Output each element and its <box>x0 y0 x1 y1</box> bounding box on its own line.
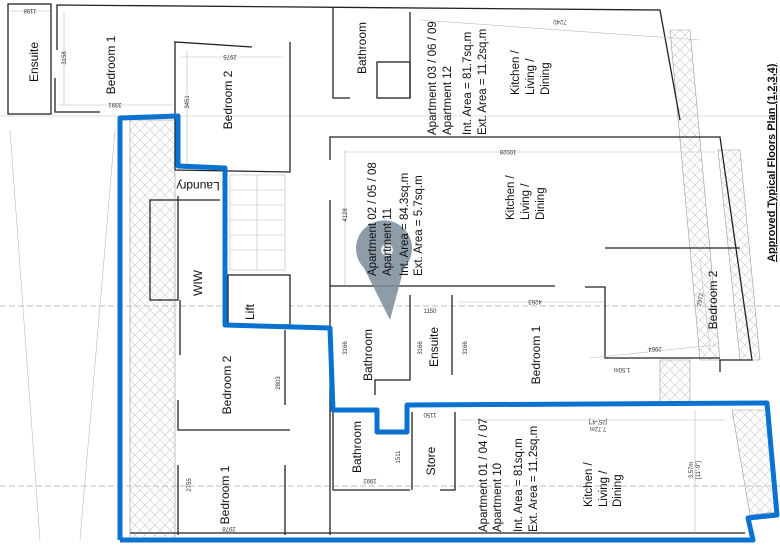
svg-text:Living /: Living / <box>525 58 537 95</box>
svg-text:Ext. Area = 5.7sq.m: Ext. Area = 5.7sq.m <box>413 175 425 276</box>
svg-text:3166: 3166 <box>463 341 469 355</box>
svg-text:2964: 2964 <box>648 345 662 351</box>
svg-text:4263: 4263 <box>528 298 542 304</box>
apartment-02-info: Apartment 02 / 05 / 08 Apartment 11 Int.… <box>367 162 547 276</box>
room-label: Bedroom 1 <box>218 465 232 524</box>
room-label: Store <box>424 446 438 475</box>
dimension-labels: 1198 3158 3391 2975 3451 7240 10028 4128… <box>23 7 705 531</box>
room-label: Bedroom 1 <box>104 35 118 94</box>
svg-text:2972: 2972 <box>697 292 705 307</box>
room-label: Bedroom 2 <box>706 270 720 329</box>
guide-line <box>79 129 116 541</box>
apartment-01-info: Apartment 01 / 04 / 07 Apartment 10 Int.… <box>478 418 624 532</box>
wall <box>332 410 410 491</box>
svg-text:3451: 3451 <box>185 95 191 109</box>
wall <box>56 4 681 121</box>
svg-text:1992: 1992 <box>363 477 377 483</box>
svg-text:2755: 2755 <box>187 478 193 492</box>
dimension-lines <box>10 10 725 533</box>
room-label: Bedroom 2 <box>220 355 234 414</box>
svg-text:2803: 2803 <box>276 376 282 390</box>
svg-text:1150: 1150 <box>423 411 437 417</box>
svg-text:2975: 2975 <box>223 53 237 59</box>
svg-text:Ext. Area = 11.2sq.m: Ext. Area = 11.2sq.m <box>477 29 489 135</box>
svg-text:Kitchen /: Kitchen / <box>583 461 595 507</box>
shaft <box>376 61 411 99</box>
room-label: Ensuite <box>27 42 41 82</box>
svg-text:Apartment 12: Apartment 12 <box>442 66 454 135</box>
wall <box>7 3 52 115</box>
svg-text:3166: 3166 <box>418 341 424 355</box>
svg-text:Apartment 10: Apartment 10 <box>492 463 504 532</box>
svg-text:Kitchen /: Kitchen / <box>505 174 517 220</box>
svg-text:Int. Area = 84.3sq.m: Int. Area = 84.3sq.m <box>399 173 411 276</box>
balcony-mid-right <box>717 149 761 361</box>
room-label: Laundry <box>176 179 219 193</box>
room-label: Ensuite <box>427 327 441 367</box>
svg-text:Apartment 01 / 04 / 07: Apartment 01 / 04 / 07 <box>478 418 490 532</box>
balcony-left <box>129 119 176 541</box>
room-label: Bathroom <box>355 22 369 74</box>
room-label: Bedroom 1 <box>529 325 543 384</box>
wall <box>174 41 291 173</box>
room-label: Lift <box>243 303 257 320</box>
svg-text:1.50m: 1.50m <box>614 366 631 372</box>
svg-text:4128: 4128 <box>343 208 349 222</box>
apartment-03-info: Apartment 03 / 06 / 09 Apartment 12 Int.… <box>427 21 552 135</box>
wall <box>440 412 456 491</box>
svg-text:[25'-4"]: [25'-4"] <box>588 418 607 424</box>
highlighted-apartment-outline[interactable] <box>117 113 780 543</box>
location-pin-icon <box>356 220 413 320</box>
svg-text:Dining: Dining <box>535 187 547 220</box>
svg-text:7.72m: 7.72m <box>590 425 607 431</box>
svg-text:Apartment 03 / 06 / 09: Apartment 03 / 06 / 09 <box>427 21 439 135</box>
svg-text:1511: 1511 <box>396 450 402 464</box>
svg-text:7240: 7240 <box>553 18 567 24</box>
balcony-mid <box>659 359 691 406</box>
svg-text:3.57m: 3.57m <box>689 462 695 479</box>
wall <box>54 78 100 113</box>
svg-text:3158: 3158 <box>62 51 68 65</box>
svg-text:Dining: Dining <box>612 474 624 507</box>
svg-text:Dining: Dining <box>540 62 552 95</box>
svg-text:[11'-9"]: [11'-9"] <box>696 461 702 480</box>
svg-text:Kitchen /: Kitchen / <box>510 49 522 95</box>
wall <box>332 8 350 99</box>
wall <box>149 196 220 301</box>
guide-line <box>9 129 41 541</box>
wall <box>374 295 411 395</box>
svg-text:3391: 3391 <box>108 101 122 107</box>
svg-text:3166: 3166 <box>343 341 349 355</box>
wall <box>585 286 720 359</box>
svg-text:Living /: Living / <box>520 183 532 220</box>
staircase <box>229 174 286 271</box>
svg-text:1150: 1150 <box>424 309 438 315</box>
room-label: Bathroom <box>350 421 364 473</box>
svg-text:Int. Area = 81.7sq.m: Int. Area = 81.7sq.m <box>462 32 474 135</box>
svg-text:Apartment 11: Apartment 11 <box>382 208 394 276</box>
room-label: WIW <box>191 269 205 296</box>
svg-text:2978: 2978 <box>222 525 236 531</box>
wall <box>177 400 290 431</box>
room-label: Bathroom <box>361 329 375 381</box>
room-label: Bedroom 2 <box>221 70 235 129</box>
svg-text:Ext. Area = 11.2sq.m: Ext. Area = 11.2sq.m <box>528 426 540 532</box>
svg-text:Int. Area = 81sq.m: Int. Area = 81sq.m <box>513 438 525 532</box>
svg-text:Living /: Living / <box>598 470 610 507</box>
plan-title: Approved Typical Floors Plan (1,2,3,4) <box>766 63 778 262</box>
svg-text:10028: 10028 <box>499 148 516 154</box>
svg-text:Apartment 02 / 05 / 08: Apartment 02 / 05 / 08 <box>367 162 379 276</box>
svg-text:1198: 1198 <box>23 7 37 13</box>
lift-shaft <box>227 274 291 326</box>
